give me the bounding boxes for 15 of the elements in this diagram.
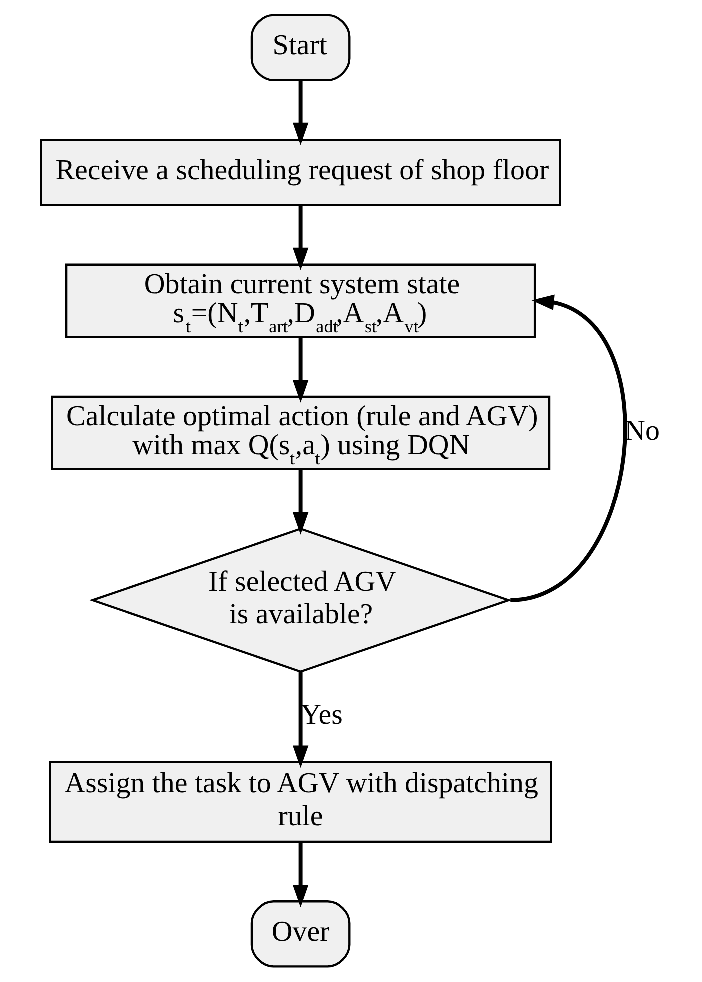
arrow xyxy=(292,205,309,270)
arrow xyxy=(292,672,309,768)
node-box: Over xyxy=(250,900,351,968)
node-diamond: If selected AGV is available? xyxy=(89,528,512,674)
edge-label: No xyxy=(624,414,660,447)
arrow xyxy=(292,80,309,146)
arrow xyxy=(292,470,309,535)
node-box: Calculate optimal action (rule and AGV) with max Q(s$_{t}$,a$_{t}$) using DQN xyxy=(51,396,551,470)
node-box: Receive a scheduling request of shop floor xyxy=(40,139,562,206)
node-box: Obtain current system state s$_{t}$=(N$_{t}$,T$_{art}$,D$_{adt}$,A$_{st}$,A$_{vt}$) xyxy=(65,264,536,338)
node-box: Assign the task to AGV with dispatching rule xyxy=(49,761,552,843)
arrow xyxy=(292,842,309,908)
arrow xyxy=(510,294,628,602)
node-box: Start xyxy=(250,14,351,82)
arrow xyxy=(292,337,309,403)
